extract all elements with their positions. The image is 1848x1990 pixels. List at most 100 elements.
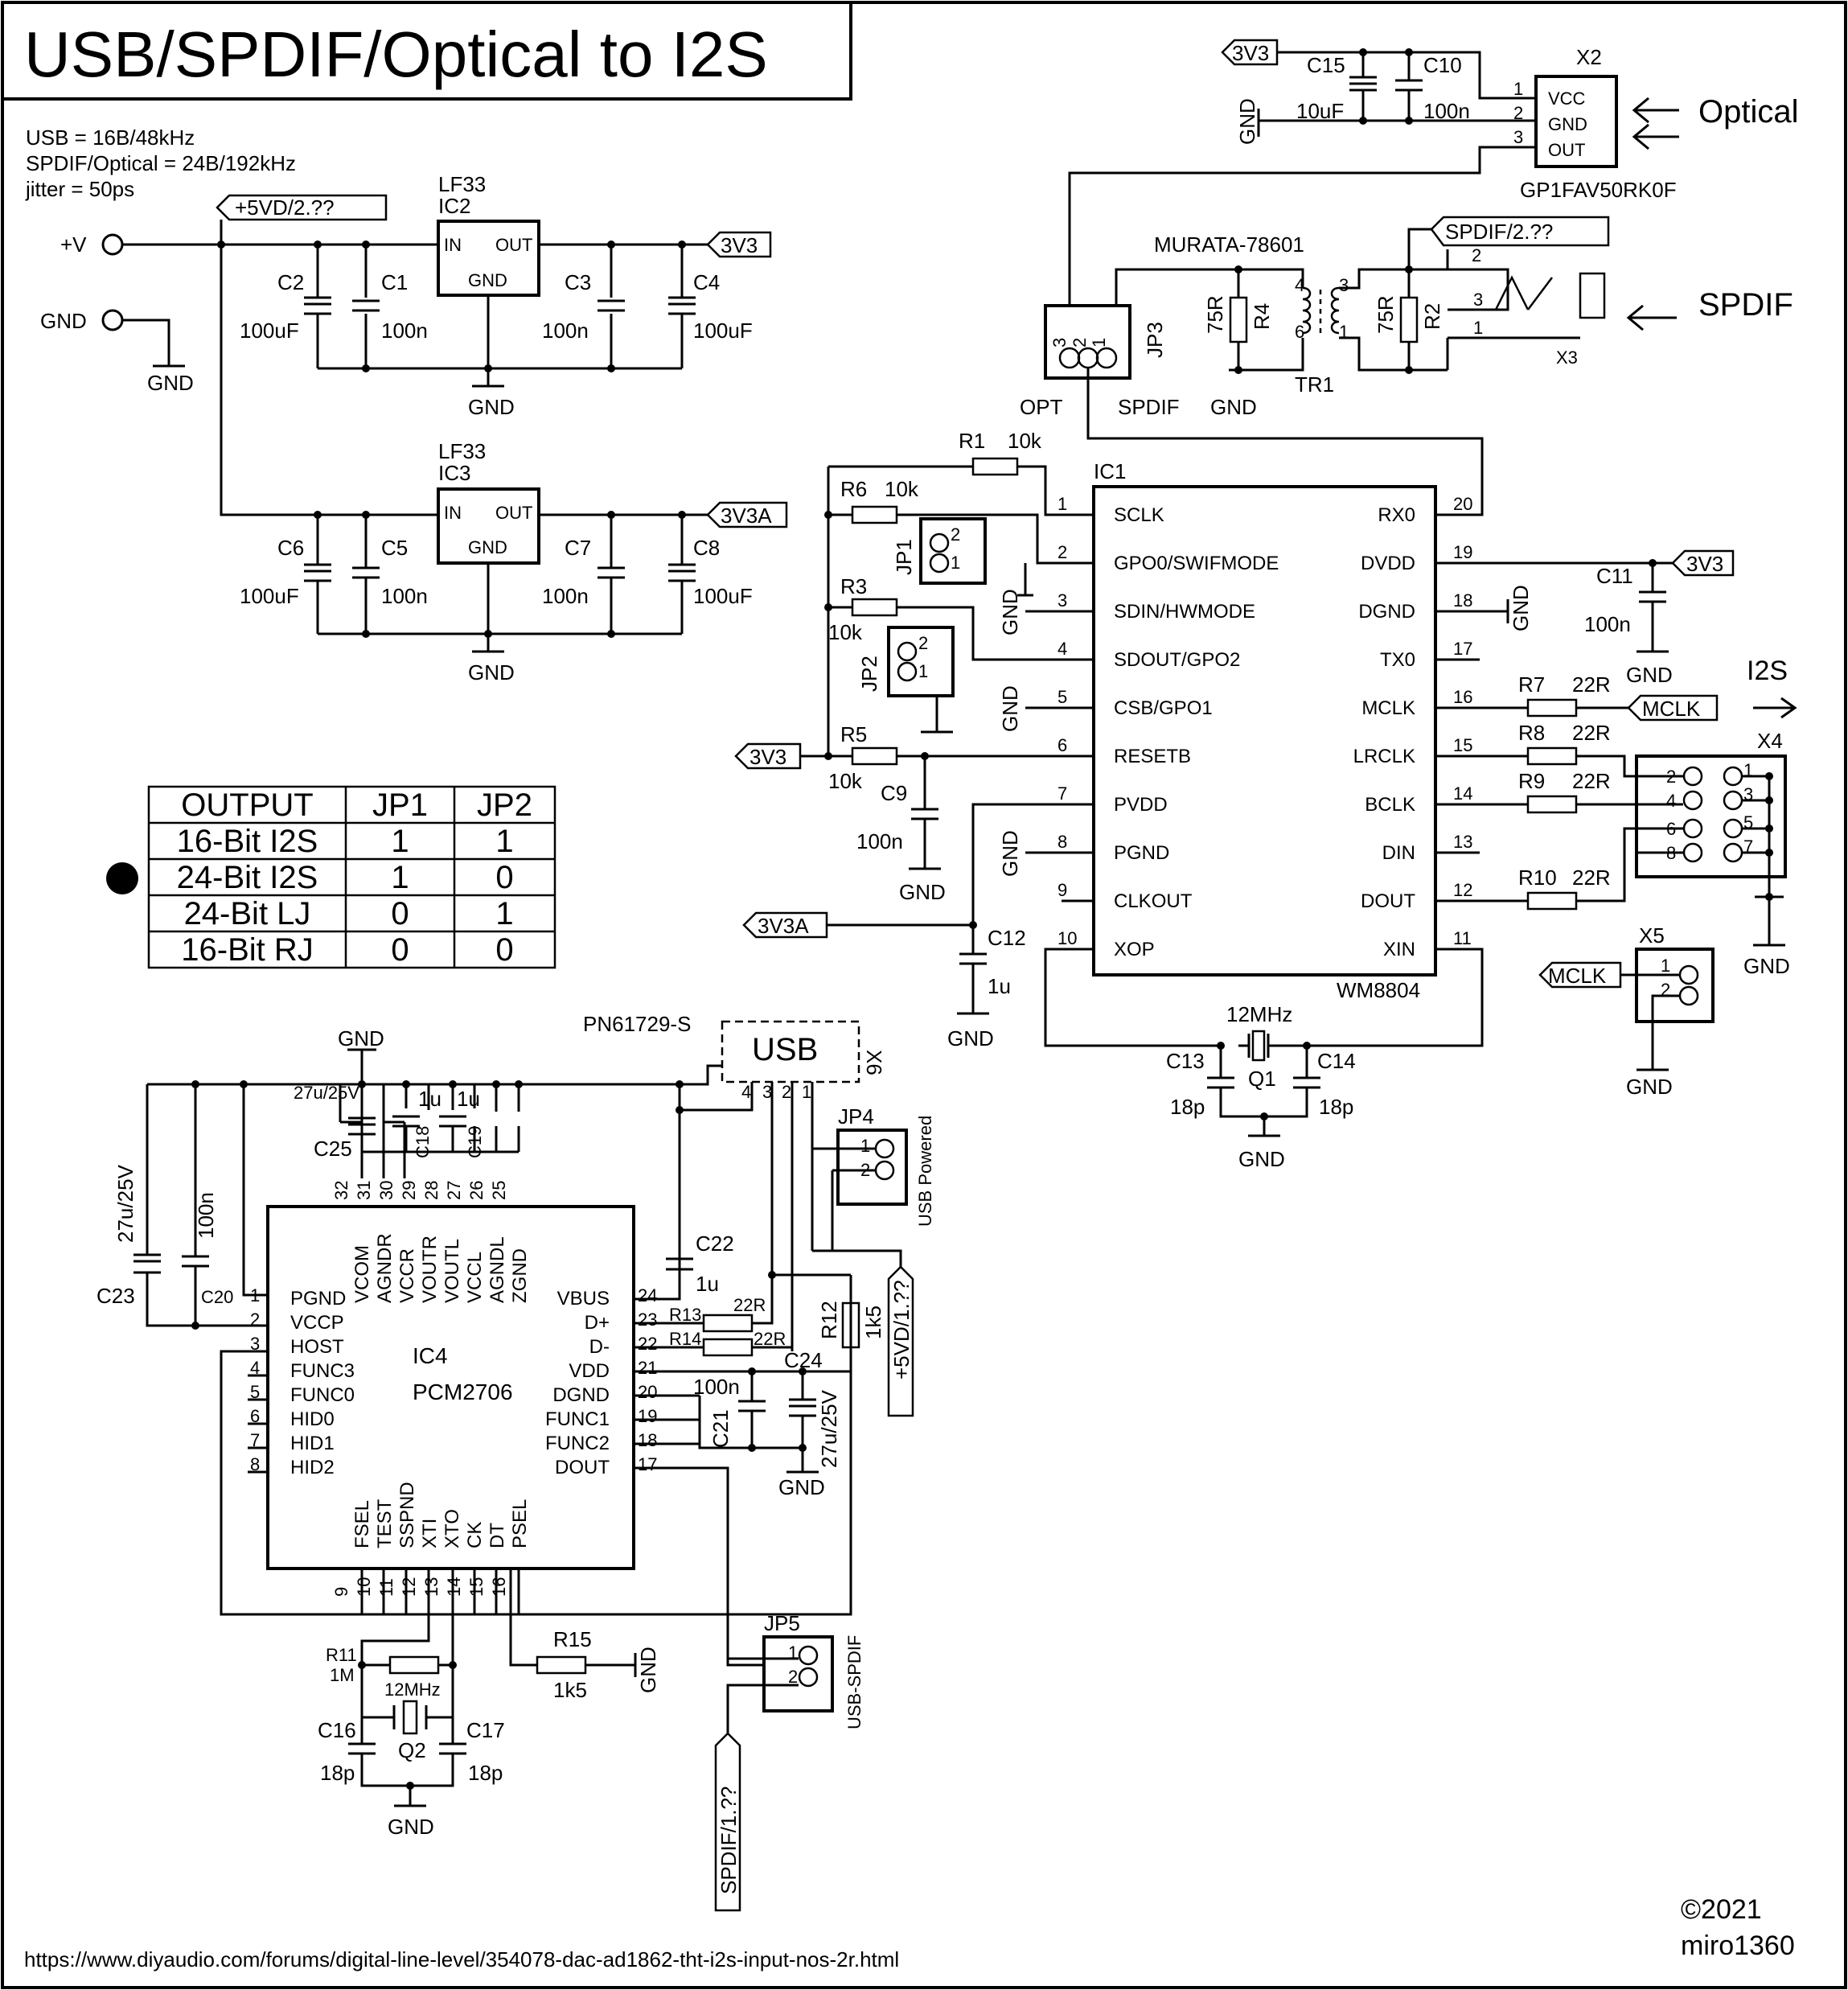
ic1-pin-num: 3 — [1057, 590, 1067, 611]
net-spdif1-label: SPDIF/1.?? — [717, 1786, 741, 1894]
c16-val: 18p — [320, 1761, 355, 1785]
ic1-ref: IC1 — [1094, 459, 1126, 483]
c1-val: 100n — [381, 319, 428, 343]
ic4-pin-name: HID1 — [290, 1433, 335, 1454]
ic4-pin-num: 17 — [638, 1454, 657, 1474]
ic3-ref: IC3 — [438, 461, 470, 485]
jp2-pin1: 1 — [918, 661, 928, 681]
r13-ref: R13 — [669, 1305, 701, 1325]
gnd-c25: GND — [338, 1026, 384, 1051]
spdif-net-flag — [1430, 216, 1610, 247]
x3-pin2: 2 — [1472, 245, 1481, 265]
ic1-pin-num: 14 — [1453, 783, 1472, 804]
ic4-pin-name: HOST — [290, 1336, 344, 1358]
x6-usb-connector — [721, 1020, 860, 1083]
ic4-pin-num: 32 — [331, 1181, 351, 1200]
ic4-box — [266, 1205, 635, 1570]
r11-val: 1M — [330, 1665, 355, 1685]
gnd-label: GND — [147, 371, 194, 395]
optical-arrows — [1632, 97, 1679, 150]
c11-ref: C11 — [1596, 564, 1633, 588]
r14-val: 22R — [754, 1329, 786, 1349]
jp2-box — [887, 626, 955, 697]
ic1-pin-num: 17 — [1453, 639, 1472, 659]
table-header-cell: OUTPUT — [181, 787, 313, 823]
c13-val: 18p — [1170, 1095, 1205, 1119]
ic4-ref: IC4 — [413, 1343, 448, 1368]
ic4-pin-num: 31 — [354, 1181, 374, 1200]
ic4-pin-num: 30 — [376, 1181, 396, 1200]
c18-ref: C18 — [413, 1126, 433, 1158]
r5-ref: R5 — [840, 722, 867, 746]
r2-body — [1399, 296, 1419, 343]
dvdd-3v3-flag — [1671, 549, 1735, 577]
mclk-label: MCLK — [1642, 697, 1701, 721]
net-5vd1-flag — [887, 1265, 914, 1417]
ic4-pin-name: VCCL — [464, 1252, 486, 1303]
c20-val: 100n — [194, 1192, 218, 1239]
ic4-pin-num: 10 — [354, 1577, 374, 1597]
q1-val: 12MHz — [1226, 1002, 1292, 1026]
r2-ref: R2 — [1420, 303, 1444, 330]
ic1-pin-num: 20 — [1453, 494, 1472, 514]
usb-part: PN61729-S — [583, 1012, 691, 1036]
q2-body — [402, 1700, 418, 1735]
ic4-pin-name: VBUS — [557, 1288, 610, 1310]
x4-pin-left: 4 — [1666, 791, 1676, 811]
i2s-arrow — [1753, 697, 1797, 719]
c12-ref: C12 — [988, 926, 1026, 950]
gnd-r15: GND — [636, 1647, 660, 1693]
r6-ref: R6 — [840, 477, 867, 501]
spdif-net-label: SPDIF/2.?? — [1445, 220, 1553, 244]
c14-val: 18p — [1319, 1095, 1353, 1119]
ic4-pin-num: 23 — [638, 1310, 657, 1330]
net-3v3a-label: 3V3A — [721, 504, 772, 528]
c12-val: 1u — [988, 974, 1011, 998]
ic1-pin-num: 2 — [1057, 542, 1067, 562]
ic1-pin-num: 13 — [1453, 832, 1472, 852]
r8-body — [1526, 746, 1578, 766]
table-cell: 16-Bit RJ — [181, 932, 314, 968]
gnd-csb: GND — [998, 685, 1022, 732]
ic2-ref: IC2 — [438, 194, 470, 218]
jp5-note: USB-SPDIF — [844, 1635, 864, 1729]
gnd-ic3: GND — [468, 660, 515, 685]
r9-ref: R9 — [1518, 769, 1545, 793]
r6-val: 10k — [885, 477, 919, 501]
jp5-ref: JP5 — [764, 1611, 800, 1635]
jp1-box — [919, 517, 987, 585]
x2-box — [1534, 75, 1618, 168]
r13-val: 22R — [733, 1295, 766, 1315]
c8-val: 100uF — [693, 584, 753, 608]
ic1-pin-name: XIN — [1383, 939, 1415, 960]
ic1-pin-num: 15 — [1453, 735, 1472, 755]
x5-pin1: 1 — [1661, 956, 1670, 976]
c17-val: 18p — [468, 1761, 503, 1785]
ic1-pin-name: DGND — [1358, 601, 1415, 623]
r4-body — [1229, 296, 1248, 343]
ic4-pin-num: 13 — [421, 1577, 441, 1597]
jp3-box — [1044, 304, 1131, 380]
ic4-pin-name: XTO — [441, 1509, 463, 1548]
ic4-pin-name: AGNDR — [374, 1233, 396, 1303]
ic4-pin-num: 8 — [250, 1454, 260, 1474]
table-cell: 24-Bit I2S — [177, 860, 318, 895]
ic1-pin-name: SCLK — [1114, 504, 1164, 526]
c23-ref: C23 — [97, 1284, 135, 1308]
dvdd-3v3-label: 3V3 — [1686, 552, 1723, 576]
optical-3v3-label: 3V3 — [1232, 41, 1269, 65]
r9-val: 22R — [1572, 769, 1611, 793]
table-cell: 16-Bit I2S — [177, 824, 318, 859]
x6-ref: X6 — [862, 1050, 886, 1075]
r12-val: 1k5 — [861, 1305, 885, 1339]
r11-ref: R11 — [326, 1645, 357, 1665]
usb-pin-num: 2 — [782, 1082, 791, 1102]
c21-val: 100n — [693, 1375, 740, 1399]
ic1-pin-name: DVDD — [1361, 553, 1415, 574]
ic1-pin-num: 12 — [1453, 880, 1472, 900]
c2-val: 100uF — [240, 319, 299, 343]
x5-mclk-label: MCLK — [1548, 964, 1607, 988]
